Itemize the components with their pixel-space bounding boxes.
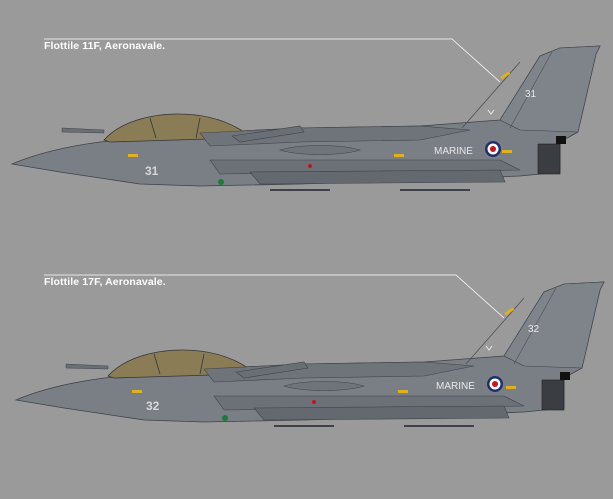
caption-flottile-17f: Flottile 17F, Aeronavale. xyxy=(44,276,166,288)
anchor-icon xyxy=(487,109,495,115)
marine-marking: MARINE xyxy=(436,381,475,392)
nose-number: 32 xyxy=(146,399,160,413)
anchor-icon xyxy=(485,345,493,351)
roundel-icon xyxy=(487,376,503,392)
aircraft-profile-2: MARINE 32 32 xyxy=(15,281,605,427)
tail-number: 31 xyxy=(525,89,537,100)
leader-line-1 xyxy=(44,38,501,83)
nose-number: 31 xyxy=(145,164,159,178)
tail-number: 32 xyxy=(528,324,540,335)
leader-line-2 xyxy=(44,274,505,319)
aircraft-profile-1: MARINE 31 31 xyxy=(11,45,601,191)
marine-marking: MARINE xyxy=(434,146,473,157)
caption-flottile-11f: Flottile 11F, Aeronavale. xyxy=(44,40,166,52)
roundel-icon xyxy=(485,141,501,157)
